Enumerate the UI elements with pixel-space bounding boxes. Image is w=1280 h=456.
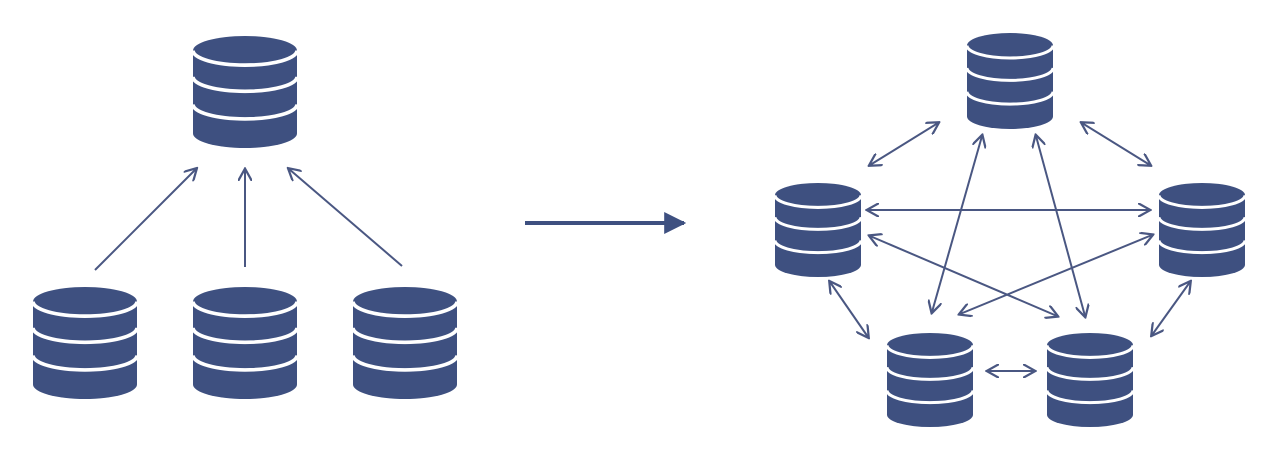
- database-icon: [965, 33, 1055, 129]
- bidirectional-arrow: [830, 282, 868, 337]
- database-icon: [1045, 333, 1135, 427]
- centralized-diagram: [31, 36, 459, 399]
- decentralized-diagram: [773, 33, 1247, 427]
- arrow: [94, 169, 196, 271]
- bidirectional-arrow: [1152, 282, 1190, 335]
- database-icon: [773, 183, 863, 277]
- database-icon: [1157, 183, 1247, 277]
- bidirectional-arrow: [960, 235, 1152, 314]
- bidirectional-arrow: [1082, 123, 1150, 165]
- database-icon: [31, 287, 139, 399]
- database-icon: [191, 36, 299, 148]
- bidirectional-arrow: [870, 123, 938, 165]
- database-icon: [191, 287, 299, 399]
- database-icon: [351, 287, 459, 399]
- bidirectional-arrow: [1036, 136, 1085, 316]
- database-icon: [885, 333, 975, 427]
- bidirectional-arrow: [932, 136, 982, 312]
- bidirectional-arrow: [870, 236, 1057, 316]
- arrow: [289, 169, 403, 267]
